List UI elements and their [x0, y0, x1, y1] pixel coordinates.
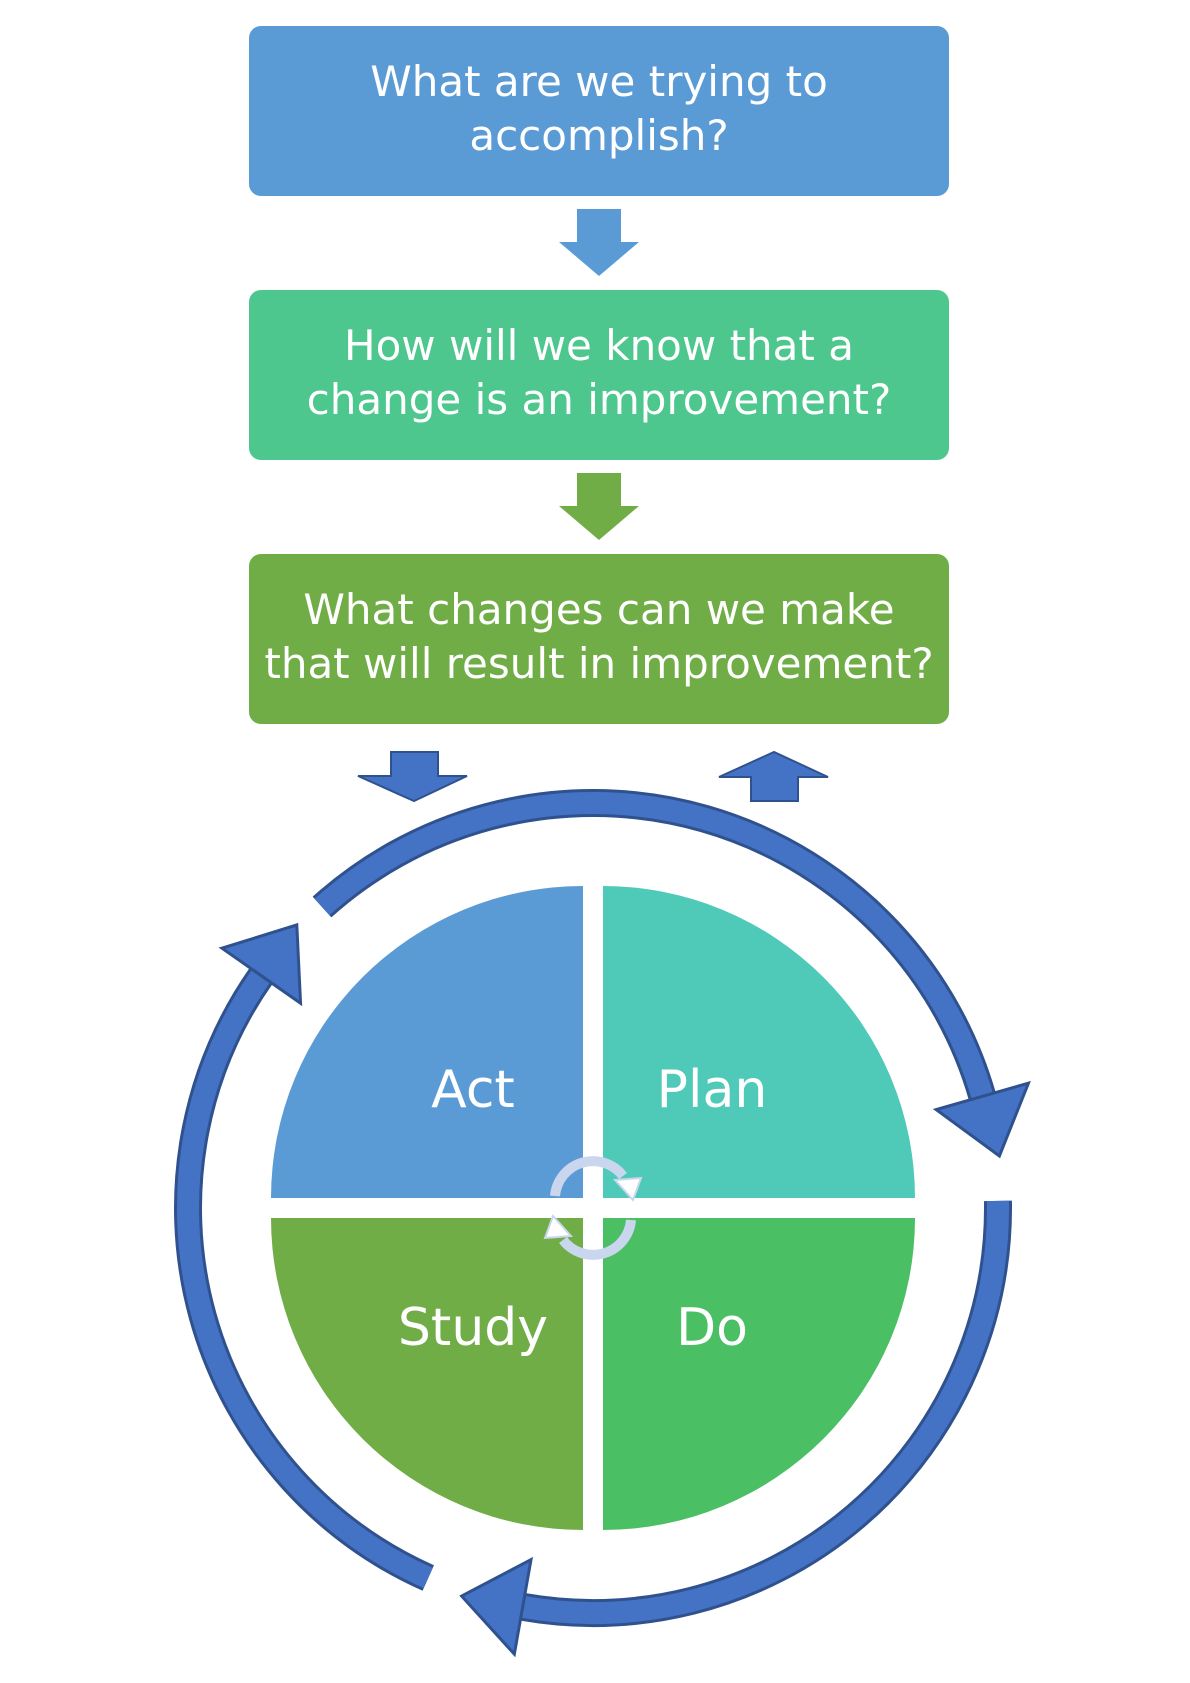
question-box-changes: What changes can we make that will resul… — [249, 554, 949, 724]
arrow-down-icon — [559, 209, 639, 276]
arrow-up-icon — [718, 750, 829, 802]
arrowhead-icon — [932, 1080, 1031, 1159]
rotate-arrows-icon — [543, 1156, 643, 1260]
arrowhead-icon — [218, 922, 303, 1007]
ring-arrow-top — [312, 789, 1031, 1159]
question-measures-line-2: change is an improvement? — [307, 375, 892, 424]
ring-arrow-left — [174, 922, 434, 1591]
quadrant-label-do: Do — [676, 1298, 748, 1358]
quadrant-act[interactable] — [271, 886, 583, 1198]
question-aim-line-1: What are we trying to — [370, 57, 828, 106]
ring-arrow-bottom-right — [459, 1200, 1012, 1658]
question-box-measures: How will we know that a change is an imp… — [249, 290, 949, 460]
pdsa-cycle — [271, 886, 915, 1530]
question-measures-line-1: How will we know that a — [344, 321, 854, 370]
question-changes-line-1: What changes can we make — [303, 585, 894, 634]
quadrant-do[interactable] — [603, 1218, 915, 1530]
question-changes-line-2: that will result in improvement? — [264, 639, 933, 688]
arrow-down-icon — [559, 473, 639, 540]
arrowhead-icon — [459, 1556, 534, 1658]
quadrant-label-study: Study — [398, 1298, 548, 1358]
quadrant-label-plan: Plan — [657, 1060, 768, 1120]
question-box-aim: What are we trying to accomplish? — [249, 26, 949, 196]
cycle-ring — [174, 789, 1031, 1658]
quadrant-plan[interactable] — [603, 886, 915, 1198]
question-aim-line-2: accomplish? — [469, 111, 728, 160]
quadrant-study[interactable] — [271, 1218, 583, 1530]
quadrant-label-act: Act — [431, 1060, 515, 1120]
arrow-down-icon — [357, 751, 468, 803]
